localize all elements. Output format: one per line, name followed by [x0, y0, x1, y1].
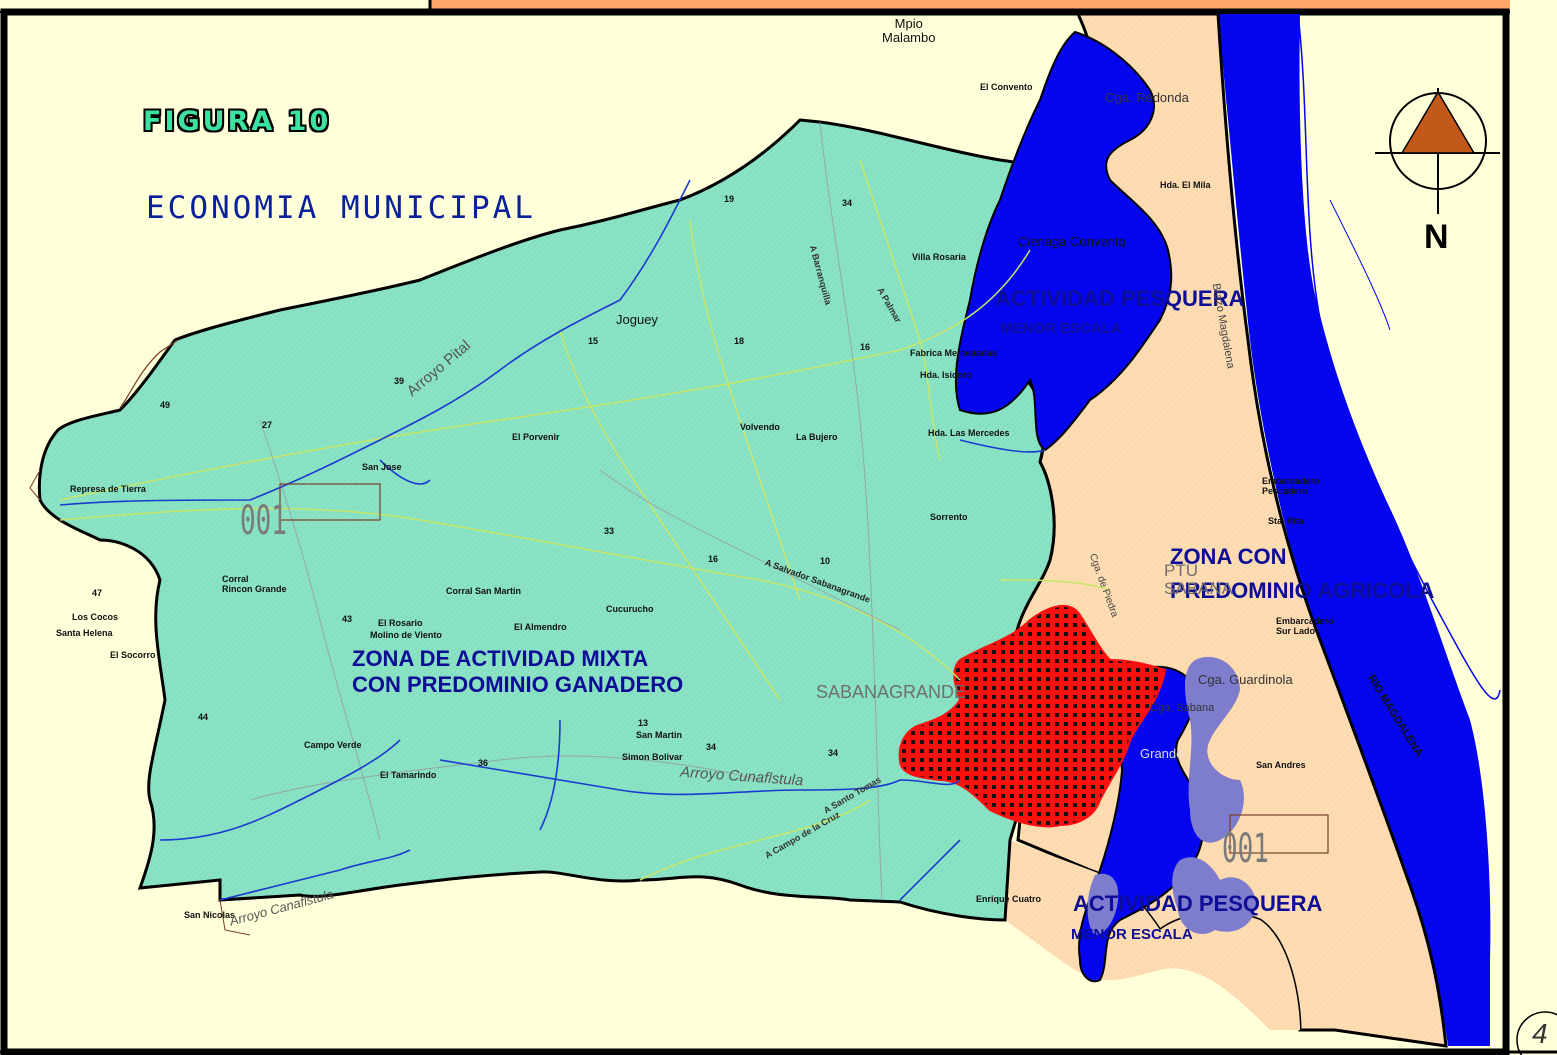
sheet-code-box-west	[279, 483, 381, 521]
label-hda-las-mercedes: Hda. Las Mercedes	[928, 428, 1010, 438]
label-cucurucho: Cucurucho	[606, 604, 654, 614]
map-number: 15	[588, 336, 599, 346]
label-grande: Grande	[1140, 746, 1184, 761]
label-san-martin: San Martin	[636, 730, 683, 740]
sheet-code-west: 001	[240, 498, 287, 544]
zone-label-ganadero-line1: ZONA DE ACTIVIDAD MIXTA	[352, 646, 649, 671]
label-hda-el-mila: Hda. El Mila	[1160, 180, 1211, 190]
zone-label-ganadero: ZONA DE ACTIVIDAD MIXTA CON PREDOMINIO G…	[352, 646, 683, 698]
label-corral: Corral	[222, 574, 249, 584]
map-number: 44	[198, 712, 209, 722]
map-number: 13	[638, 718, 649, 728]
map-number: 36	[478, 758, 489, 768]
label-cga-sabana: Cga. Sabana	[1150, 702, 1215, 714]
label-pescadero: Pescadero	[1262, 486, 1308, 496]
map-number: 34	[842, 198, 853, 208]
label-san-andres: San Andres	[1256, 760, 1306, 770]
label-rincon-grande: Rincon Grande	[222, 584, 287, 594]
figure-title: FIGURA 10	[143, 106, 332, 137]
sheet-code-box-east	[1229, 814, 1329, 854]
sheet-code-east: 001	[1222, 826, 1269, 872]
label-santa-helena: Santa Helena	[56, 628, 113, 638]
label-la-bujero: La Bujero	[796, 432, 838, 442]
label-el-socorro: El Socorro	[110, 650, 156, 660]
label-embarcadero-pescadero: Embarcadero Pescadero	[1262, 476, 1320, 496]
zone-label-agricola: ZONA CON PREDOMINIO AGRICOLA	[1170, 540, 1434, 608]
label-santa-rita: Sta. Rita	[1268, 516, 1305, 526]
label-el-porvenir: El Porvenir	[512, 432, 560, 442]
label-el-tamarindo: El Tamarindo	[380, 770, 437, 780]
stream-network	[59, 179, 1046, 901]
page-number: 4	[1532, 1018, 1548, 1049]
map-number: 16	[708, 554, 719, 564]
label-sabanagrande: SABANAGRANDE	[816, 682, 967, 702]
zone-sublabel-pesquera-south: MENOR ESCALA	[1071, 926, 1193, 943]
zone-label-pesquera-north: ACTIVIDAD PESQUERA	[995, 286, 1245, 311]
map-number: 49	[160, 400, 171, 410]
label-simon-bolivar: Simon Bolivar	[622, 752, 683, 762]
label-ptu-sabana: PTU SABANA	[1164, 562, 1233, 598]
map-subtitle: ECONOMIA MUNICIPAL	[146, 190, 536, 226]
label-represa-de-tierra: Represa de Tierra	[70, 484, 146, 494]
label-cga-guardinola: Cga. Guardinola	[1198, 672, 1293, 687]
cienaga-convento	[954, 30, 1173, 452]
north-label: N	[1424, 218, 1449, 256]
rio-magdalena	[1218, 14, 1491, 1046]
map-number: 27	[262, 420, 273, 430]
label-san-nicolas: San Nicolas	[184, 910, 236, 920]
map-number: 10	[820, 556, 831, 566]
label-el-almendro: El Almendro	[514, 622, 567, 632]
map-number: 34	[706, 742, 717, 752]
label-malambo: Malambo	[882, 30, 936, 45]
zone-label-agricola-line1: ZONA CON	[1170, 544, 1287, 569]
map-number: 34	[828, 748, 839, 758]
label-cienaga-convento: Cienaga Convento	[1018, 234, 1126, 249]
label-ptu: PTU	[1164, 561, 1198, 580]
zone-label-agricola-line2: PREDOMINIO AGRICOLA	[1170, 578, 1435, 603]
page-number-circle	[1516, 1011, 1557, 1055]
map-number: 18	[734, 336, 745, 346]
label-el-rosario: El Rosario	[378, 618, 423, 628]
label-embarcadero-2: Embarcadero	[1276, 616, 1334, 626]
label-sur-lado: Sur Lado	[1276, 626, 1316, 636]
casco-urbano	[898, 605, 1167, 828]
label-fabrica: Fabrica Mercedarias	[910, 348, 998, 358]
label-corral-san-martin: Corral San Martin	[446, 586, 522, 596]
label-joguey: Joguey	[616, 312, 658, 327]
label-molino-de-viento: Molino de Viento	[370, 630, 442, 640]
label-sorrento: Sorrento	[930, 512, 968, 522]
map-number: 39	[394, 376, 405, 386]
map-number: 19	[724, 194, 735, 204]
label-sabana: SABANA	[1164, 579, 1233, 598]
map-number: 47	[92, 588, 103, 598]
label-san-jose: San Jose	[362, 462, 402, 472]
label-enrique-cuatro: Enrique Cuatro	[976, 894, 1042, 904]
swamp-north	[1185, 656, 1244, 843]
zone-sublabel-pesquera-north: MENOR ESCALA	[1000, 320, 1122, 337]
label-embarcadero-1: Embarcadero	[1262, 476, 1320, 486]
label-mpio-malambo: Mpio Malambo	[882, 17, 935, 45]
road-network	[59, 159, 1111, 881]
label-embarcadero-sur: Embarcadero Sur Lado	[1276, 616, 1334, 636]
label-los-cocos: Los Cocos	[72, 612, 119, 622]
zone-label-pesquera-south: ACTIVIDAD PESQUERA	[1073, 891, 1323, 916]
label-mpio: Mpio	[894, 16, 923, 31]
label-hda-isidoro: Hda. Isidoro	[920, 370, 973, 380]
map-number: 43	[342, 614, 353, 624]
swamp-south	[1172, 857, 1256, 934]
map-number: 16	[860, 342, 871, 352]
label-villa-rosaria: Villa Rosaria	[912, 252, 966, 262]
label-cga-redonda: Cga. Redonda	[1105, 90, 1189, 105]
zone-label-ganadero-line2: CON PREDOMINIO GANADERO	[352, 672, 684, 697]
label-volvendo: Volvendo	[740, 422, 780, 432]
label-el-convento: El Convento	[980, 82, 1033, 92]
label-corral-rincon-grande: Corral Rincon Grande	[222, 574, 287, 594]
north-arrow	[1375, 88, 1500, 214]
label-campo-verde: Campo Verde	[304, 740, 362, 750]
map-number: 33	[604, 526, 615, 536]
